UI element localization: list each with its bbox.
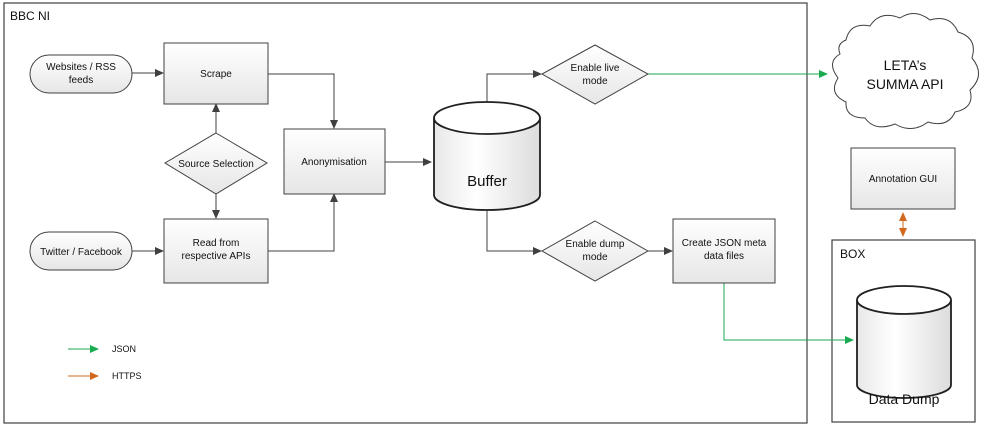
read-apis-label-2: respective APIs	[182, 251, 251, 262]
data-dump-label: Data Dump	[869, 391, 940, 407]
anonymisation-label: Anonymisation	[301, 157, 367, 168]
twitter-facebook-label: Twitter / Facebook	[40, 247, 123, 258]
enable-dump-node	[540, 220, 650, 282]
edge-scrape-anonymisation	[268, 73, 338, 129]
legend-https-label: HTTPS	[112, 371, 142, 381]
scrape-label: Scrape	[200, 69, 232, 80]
box-label: BOX	[840, 247, 865, 261]
scrape-node	[163, 42, 269, 105]
leta-summa-label-2: SUMMA API	[866, 76, 943, 92]
enable-live-node	[540, 44, 650, 105]
enable-dump-label-1: Enable dump	[566, 239, 625, 250]
twitter-facebook-node	[29, 231, 133, 271]
buffer-label: Buffer	[467, 173, 507, 190]
legend-json-label: JSON	[112, 344, 136, 354]
data-dump-node	[856, 285, 952, 399]
edge-buffer-dump	[486, 210, 542, 255]
source-selection-label: Source Selection	[178, 159, 254, 170]
leta-summa-label-1: LETA’s	[884, 57, 927, 73]
create-json-label-2: data files	[704, 251, 744, 262]
source-selection-node	[164, 132, 268, 195]
edge-read-anonymisation	[268, 193, 338, 252]
create-json-node	[672, 218, 776, 284]
enable-dump-label-2: mode	[582, 252, 607, 263]
enable-live-label-1: Enable live	[571, 63, 620, 74]
bbc-ni-label: BBC NI	[10, 9, 50, 23]
edge-json-datadump	[723, 283, 854, 344]
websites-rss-node	[29, 54, 133, 94]
read-apis-label-1: Read from	[193, 238, 240, 249]
buffer-node	[433, 101, 541, 211]
read-apis-node	[163, 218, 269, 284]
websites-rss-label-2: feeds	[69, 75, 93, 86]
websites-rss-label-1: Websites / RSS	[46, 62, 116, 73]
leta-summa-cloud	[832, 13, 979, 129]
annotation-gui-node	[850, 147, 956, 210]
anonymisation-node	[283, 128, 386, 195]
enable-live-label-2: mode	[582, 76, 607, 87]
edge-buffer-live	[486, 70, 542, 102]
annotation-gui-label: Annotation GUI	[869, 174, 937, 185]
create-json-label-1: Create JSON meta	[682, 238, 767, 249]
